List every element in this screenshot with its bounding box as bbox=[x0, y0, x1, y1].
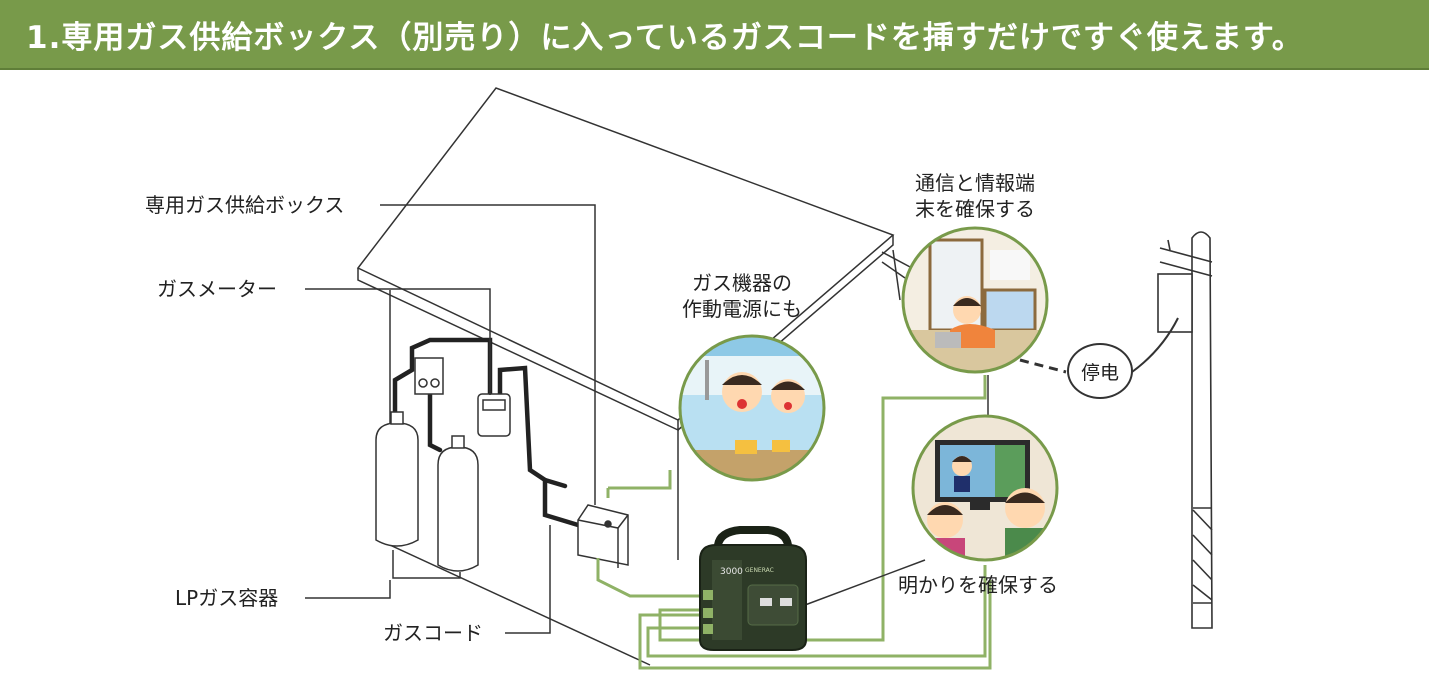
label-gas-meter: ガスメーター bbox=[157, 277, 277, 301]
bath-scene-illustration bbox=[678, 334, 826, 482]
power-cables bbox=[596, 375, 992, 670]
header-banner: 1.専用ガス供給ボックス（別売り）に入っているガスコードを挿すだけですぐ使えます… bbox=[0, 0, 1429, 70]
power-outage-badge: 停电 bbox=[1067, 343, 1133, 399]
leader-lines bbox=[305, 204, 596, 634]
label-gas-appliance: ガス機器の 作動電源にも bbox=[672, 270, 812, 322]
gas-meter-illustration bbox=[414, 357, 511, 437]
generator-model-text: 3000 bbox=[720, 567, 743, 577]
power-outage-text: 停电 bbox=[1080, 361, 1119, 384]
lighting-line bbox=[804, 559, 926, 606]
utility-pole bbox=[1157, 231, 1213, 629]
outage-dashed-line bbox=[1019, 358, 1067, 374]
label-gas-appliance-line1: ガス機器の bbox=[692, 271, 792, 295]
label-gas-cord: ガスコード bbox=[383, 621, 483, 645]
label-communication-line1: 通信と情報端 bbox=[915, 171, 1035, 195]
label-communication-line2: 末を確保する bbox=[915, 197, 1035, 221]
tv-scene-illustration bbox=[911, 414, 1059, 562]
generator: 3000 GENERAC bbox=[699, 526, 807, 651]
gas-supply-box-illustration bbox=[577, 504, 629, 568]
generator-brand-text: GENERAC bbox=[745, 567, 774, 574]
label-lighting: 明かりを確保する bbox=[898, 573, 1058, 597]
label-lp-gas-container: LPガス容器 bbox=[175, 586, 279, 610]
communication-scene-illustration bbox=[901, 226, 1049, 374]
power-line bbox=[1131, 317, 1179, 373]
lp-gas-cylinders bbox=[375, 411, 479, 579]
page-title: 1.専用ガス供給ボックス（別売り）に入っているガスコードを挿すだけですぐ使えます… bbox=[26, 20, 1304, 56]
label-communication: 通信と情報端 末を確保する bbox=[900, 170, 1050, 222]
label-gas-supply-box: 専用ガス供給ボックス bbox=[145, 193, 345, 217]
label-gas-appliance-line2: 作動電源にも bbox=[682, 297, 802, 321]
